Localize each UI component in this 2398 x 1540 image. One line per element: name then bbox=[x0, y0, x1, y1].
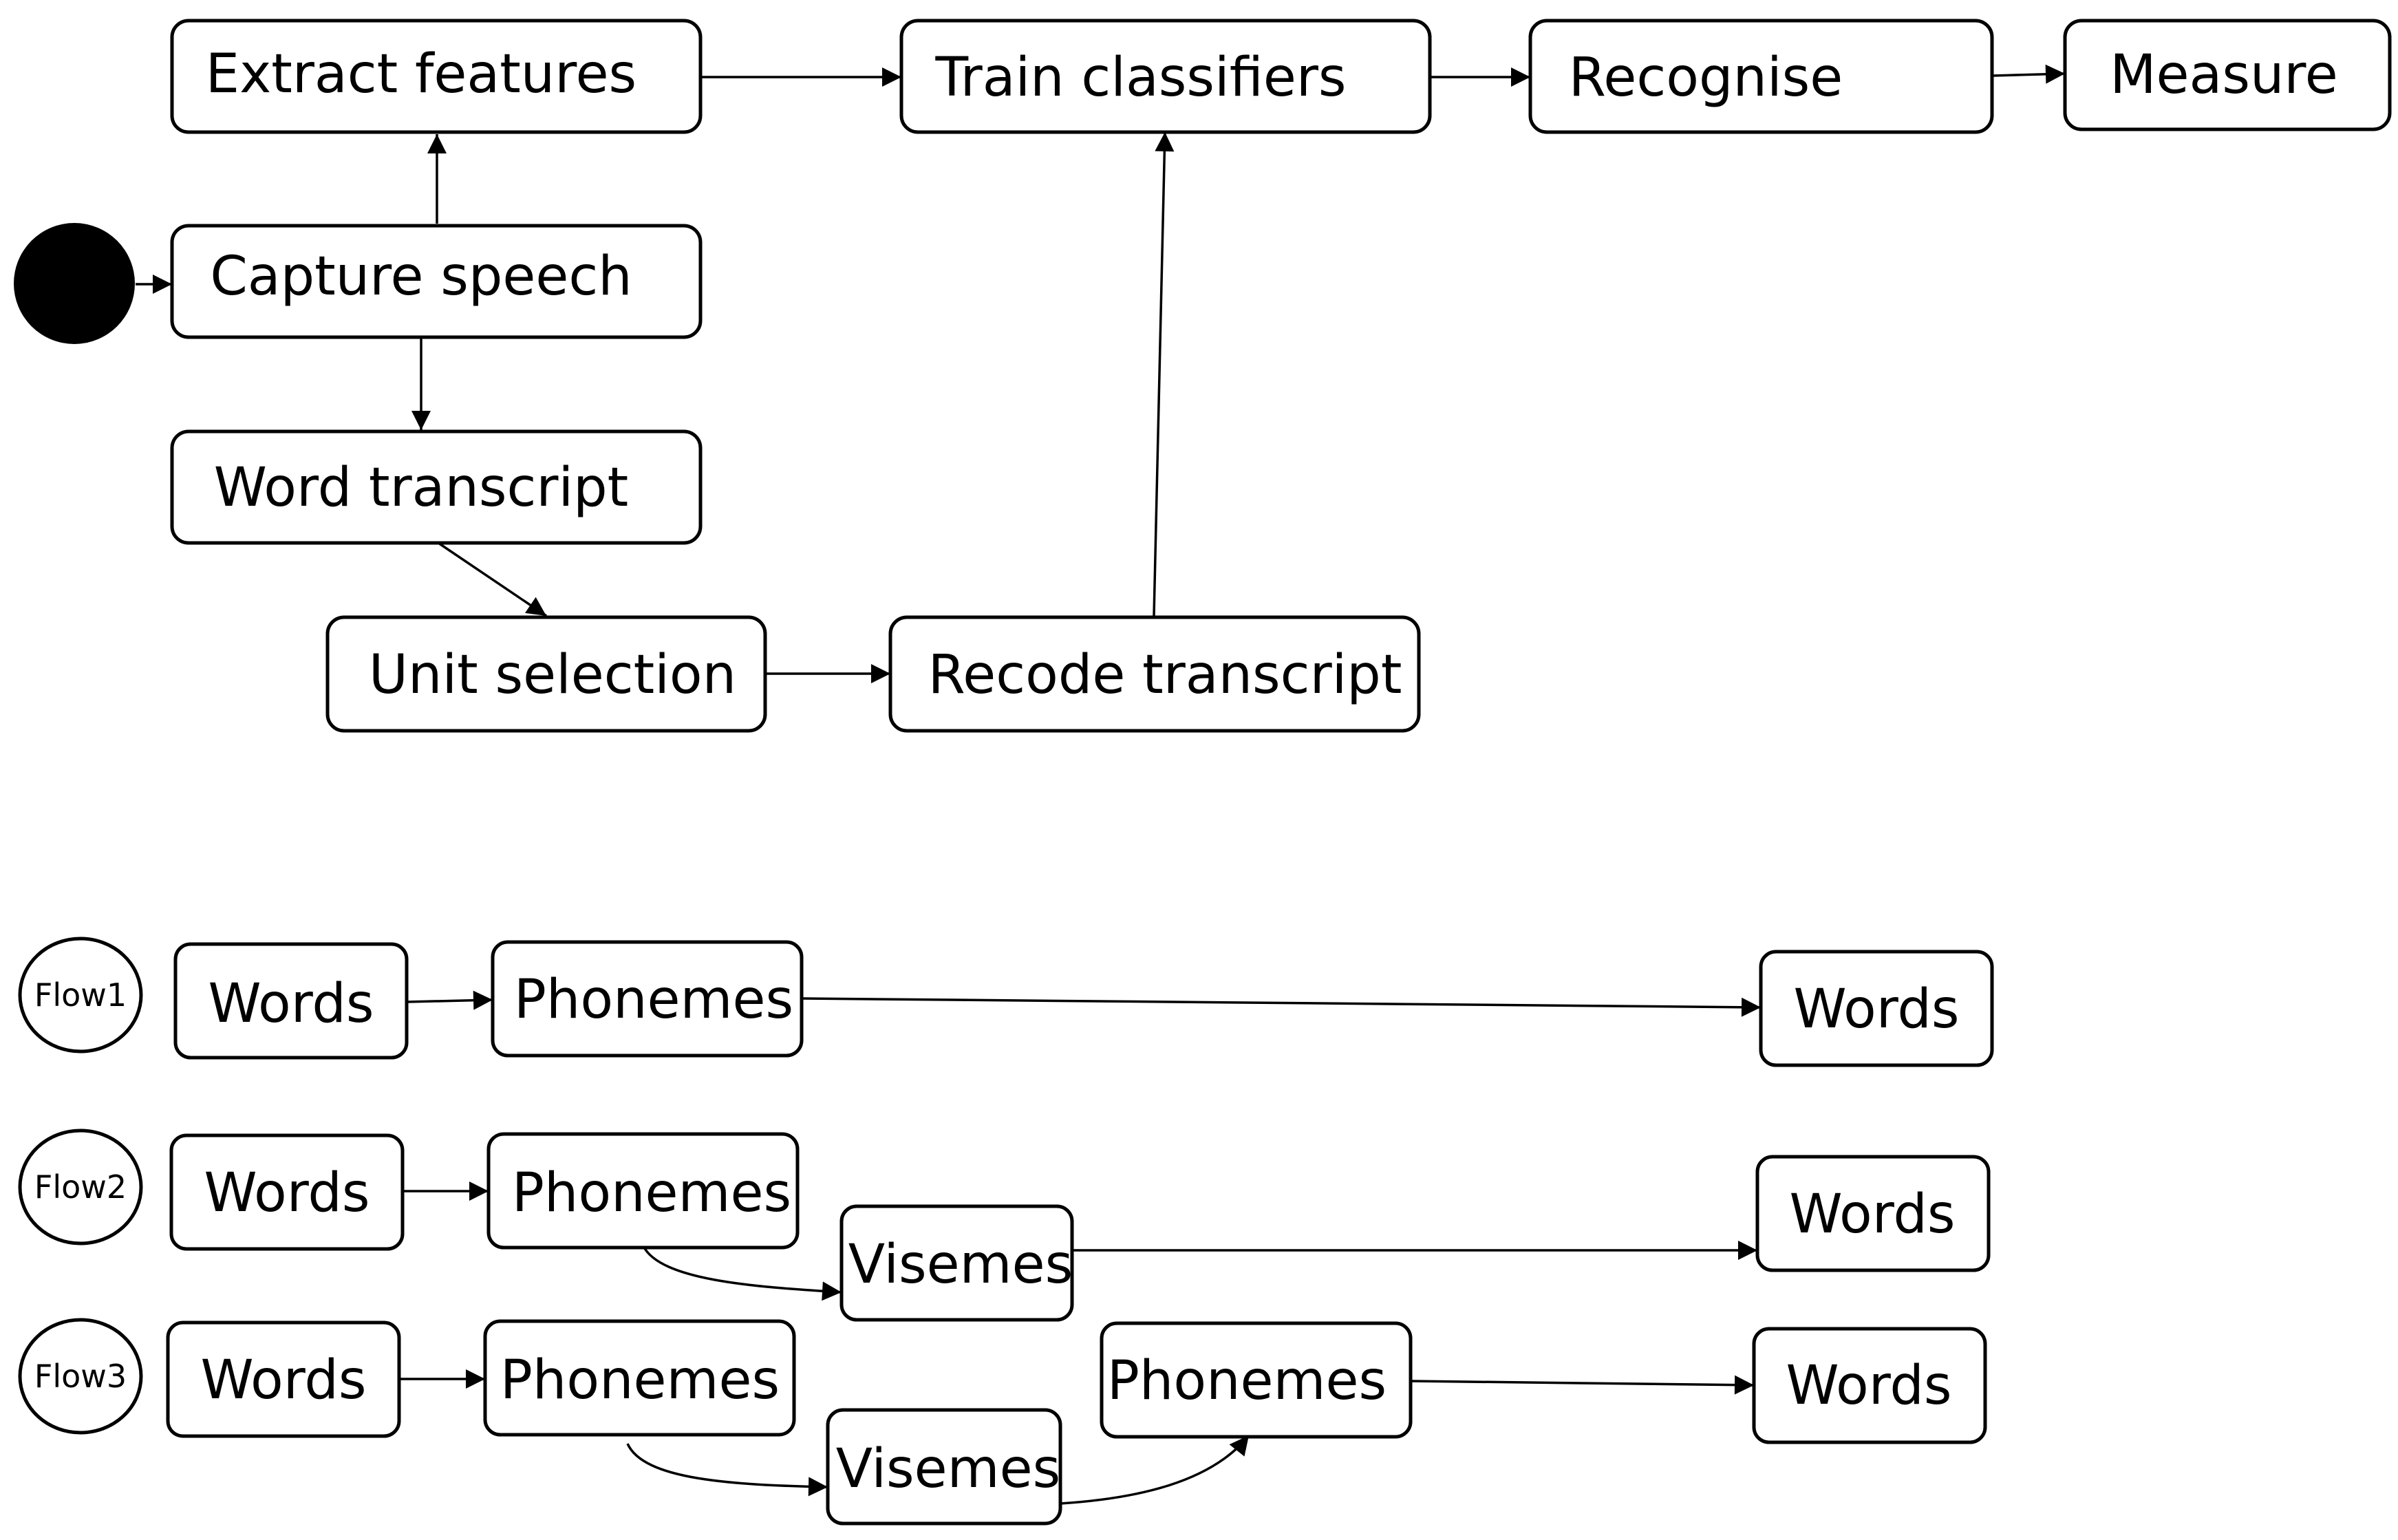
flow-1-label-circle bbox=[18, 937, 143, 1054]
start-node bbox=[14, 223, 135, 344]
flow-3-edge-2 bbox=[626, 1443, 828, 1497]
node-label: Recognise bbox=[1569, 47, 1843, 109]
node-word-transcript: Word transcript bbox=[170, 429, 703, 545]
node-label: Extract features bbox=[206, 43, 636, 105]
flow-1: Flow1 Words Phonemes Words bbox=[18, 937, 1994, 1067]
node-extract-features: Extract features bbox=[170, 19, 703, 134]
flow-3-node-5: Words bbox=[1786, 1355, 1951, 1417]
flow-3-edge-4 bbox=[1410, 1375, 1755, 1395]
node-label: Train classifiers bbox=[934, 47, 1346, 109]
flow-3-edge-3 bbox=[1060, 1434, 1250, 1505]
edge-recognise-to-measure bbox=[1991, 64, 2066, 84]
flow-3-node-3: Visemes bbox=[836, 1438, 1061, 1500]
edge-transcript-to-unit bbox=[438, 542, 547, 617]
flow-3-label-circle bbox=[18, 1318, 143, 1435]
node-recognise: Recognise bbox=[1528, 19, 1994, 134]
node-unit-selection: Unit selection bbox=[325, 615, 767, 733]
flow-2-label-circle bbox=[18, 1129, 143, 1245]
flow-1-edge-2 bbox=[801, 997, 1762, 1017]
node-label: Unit selection bbox=[369, 644, 736, 706]
edge-recode-to-train bbox=[1153, 131, 1175, 617]
node-label: Word transcript bbox=[214, 457, 629, 519]
node-label: Recode transcript bbox=[928, 644, 1402, 706]
flow-2-node-3: Visemes bbox=[848, 1234, 1073, 1296]
node-measure: Measure bbox=[2063, 19, 2392, 131]
flow-2-node-2: Phonemes bbox=[512, 1162, 791, 1224]
node-label: Capture speech bbox=[210, 246, 632, 308]
flow-1-edge-1 bbox=[406, 990, 493, 1010]
flow-2-node-1: Words bbox=[204, 1162, 370, 1224]
node-label: Measure bbox=[2110, 44, 2338, 106]
flow-3: Flow3 Words Phonemes Visemes Phonemes Wo… bbox=[18, 1318, 1987, 1526]
flow-2: Flow2 Words Phonemes Visemes Words bbox=[18, 1129, 1991, 1322]
flow-3-node-1: Words bbox=[200, 1349, 366, 1411]
node-train-classifiers: Train classifiers bbox=[899, 19, 1432, 134]
flow-1-node-3: Words bbox=[1793, 978, 1959, 1040]
pipeline-edges bbox=[136, 64, 2066, 683]
flow-1-label: Flow1 bbox=[34, 976, 127, 1014]
flow-1-node-2: Phonemes bbox=[514, 969, 793, 1031]
flow-3-node-4: Phonemes bbox=[1107, 1350, 1387, 1412]
node-recode-transcript: Recode transcript bbox=[888, 615, 1421, 733]
flow-2-node-4: Words bbox=[1789, 1184, 1955, 1245]
flow-2-label: Flow2 bbox=[34, 1168, 127, 1206]
flow-3-label: Flow3 bbox=[34, 1358, 127, 1395]
flow-1-node-1: Words bbox=[208, 973, 374, 1035]
node-capture-speech: Capture speech bbox=[170, 224, 703, 339]
flow-3-node-2: Phonemes bbox=[500, 1349, 780, 1411]
flow-2-edge-2 bbox=[642, 1245, 842, 1301]
